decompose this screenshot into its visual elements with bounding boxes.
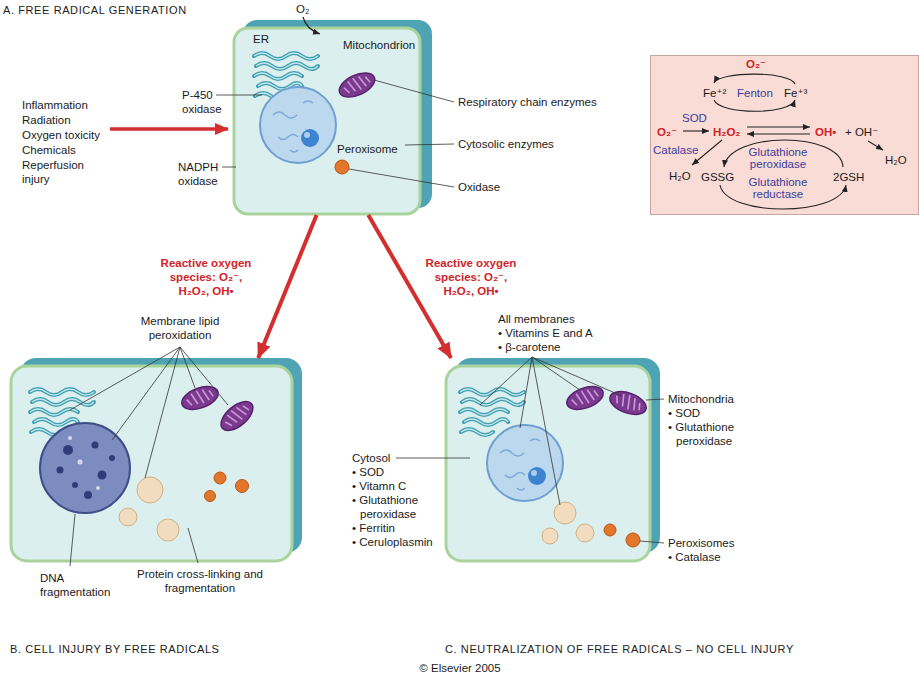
site-label: Mitochondria xyxy=(668,392,734,406)
site-label: Peroxisomes xyxy=(668,536,734,550)
molecule-label: O₂ xyxy=(296,2,309,16)
cell-b: B. CELL INJURY BY FREE RADICALS xyxy=(10,358,302,562)
site-label: Cytosol xyxy=(352,451,390,465)
reaction-text: 2GSH xyxy=(833,170,864,184)
ros-arrow xyxy=(368,215,451,358)
reaction-text: O₂⁻ xyxy=(746,57,766,71)
copyright: © Elsevier 2005 xyxy=(400,661,520,675)
damage-label: Protein cross-linking and fragmentation xyxy=(135,567,265,595)
reaction-text: Glutathione reductase xyxy=(738,176,818,200)
antioxidant-item: • SOD xyxy=(668,406,700,420)
panel-title: A. FREE RADICAL GENERATION xyxy=(3,3,187,17)
antioxidant-item: • SOD xyxy=(352,465,384,479)
cause-item: Inflammation xyxy=(22,98,88,112)
reaction-text: GSSG xyxy=(701,170,734,184)
cause-item: Chemicals xyxy=(22,143,76,157)
cause-item: Reperfusion injury xyxy=(22,158,92,186)
edge-label: Reactive oxygen species: O₂⁻, H₂O₂, OH• xyxy=(156,256,256,298)
organelle-label: Mitochondrion xyxy=(343,38,415,52)
organelle-label: Peroxisome xyxy=(337,142,398,156)
reaction-text: H₂O₂ xyxy=(713,125,740,139)
reaction-box: O₂⁻ Fe⁺² Fenton Fe⁺³ O₂⁻ SOD H₂O₂ OH• + OH⁻ Catal… xyxy=(650,55,919,215)
antioxidant-item: • Ferritin xyxy=(352,521,395,535)
antioxidant-item: • Glutathione peroxidase xyxy=(352,493,445,521)
edge-label: Reactive oxygen species: O₂⁻, H₂O₂, OH• xyxy=(421,256,521,298)
enzyme-label: Oxidase xyxy=(458,180,500,194)
reaction-text: Fe⁺² xyxy=(703,86,726,100)
ros-arrow xyxy=(258,215,316,358)
organelle-label: ER xyxy=(253,32,269,46)
cell-c: C. NEUTRALIZATION OF FREE RADICALS – NO … xyxy=(445,358,660,562)
enzyme-label: Respiratory chain enzymes xyxy=(458,95,597,109)
panel-caption: B. CELL INJURY BY FREE RADICALS xyxy=(10,642,220,656)
reaction-text: OH• xyxy=(815,125,836,139)
antioxidant-item: • Ceruloplasmin xyxy=(352,535,433,549)
enzyme-label: P-450 oxidase xyxy=(182,88,228,116)
cause-item: Oxygen toxicity xyxy=(22,128,100,142)
damage-label: Membrane lipid peroxidation xyxy=(130,314,230,342)
reaction-text: Glutathione peroxidase xyxy=(738,146,818,170)
reaction-text: SOD xyxy=(682,111,707,125)
enzyme-label: NADPH oxidase xyxy=(178,160,224,188)
enzyme-label: Cytosolic enzymes xyxy=(458,137,554,151)
antioxidant-item: • β-carotene xyxy=(498,340,560,354)
reaction-text: + OH⁻ xyxy=(845,125,878,139)
damage-label: DNA fragmentation xyxy=(40,571,120,599)
panel-caption: C. NEUTRALIZATION OF FREE RADICALS – NO … xyxy=(445,642,794,656)
reaction-text: H₂O xyxy=(669,169,691,183)
reaction-text: Fe⁺³ xyxy=(784,86,807,100)
antioxidant-item: • Vitamins E and A xyxy=(498,326,593,340)
antioxidant-item: • Catalase xyxy=(668,550,721,564)
cell-a: ER MitochondrionPeroxisome xyxy=(233,20,432,215)
site-label: All membranes xyxy=(498,312,575,326)
reaction-text: Catalase xyxy=(653,143,698,157)
antioxidant-item: • Glutathione peroxidase xyxy=(668,420,761,448)
cause-item: Radiation xyxy=(22,113,71,127)
reaction-text: Fenton xyxy=(737,86,773,100)
reaction-text: O₂⁻ xyxy=(657,125,677,139)
antioxidant-item: • Vitamn C xyxy=(352,479,406,493)
reaction-text: H₂O xyxy=(885,153,907,167)
